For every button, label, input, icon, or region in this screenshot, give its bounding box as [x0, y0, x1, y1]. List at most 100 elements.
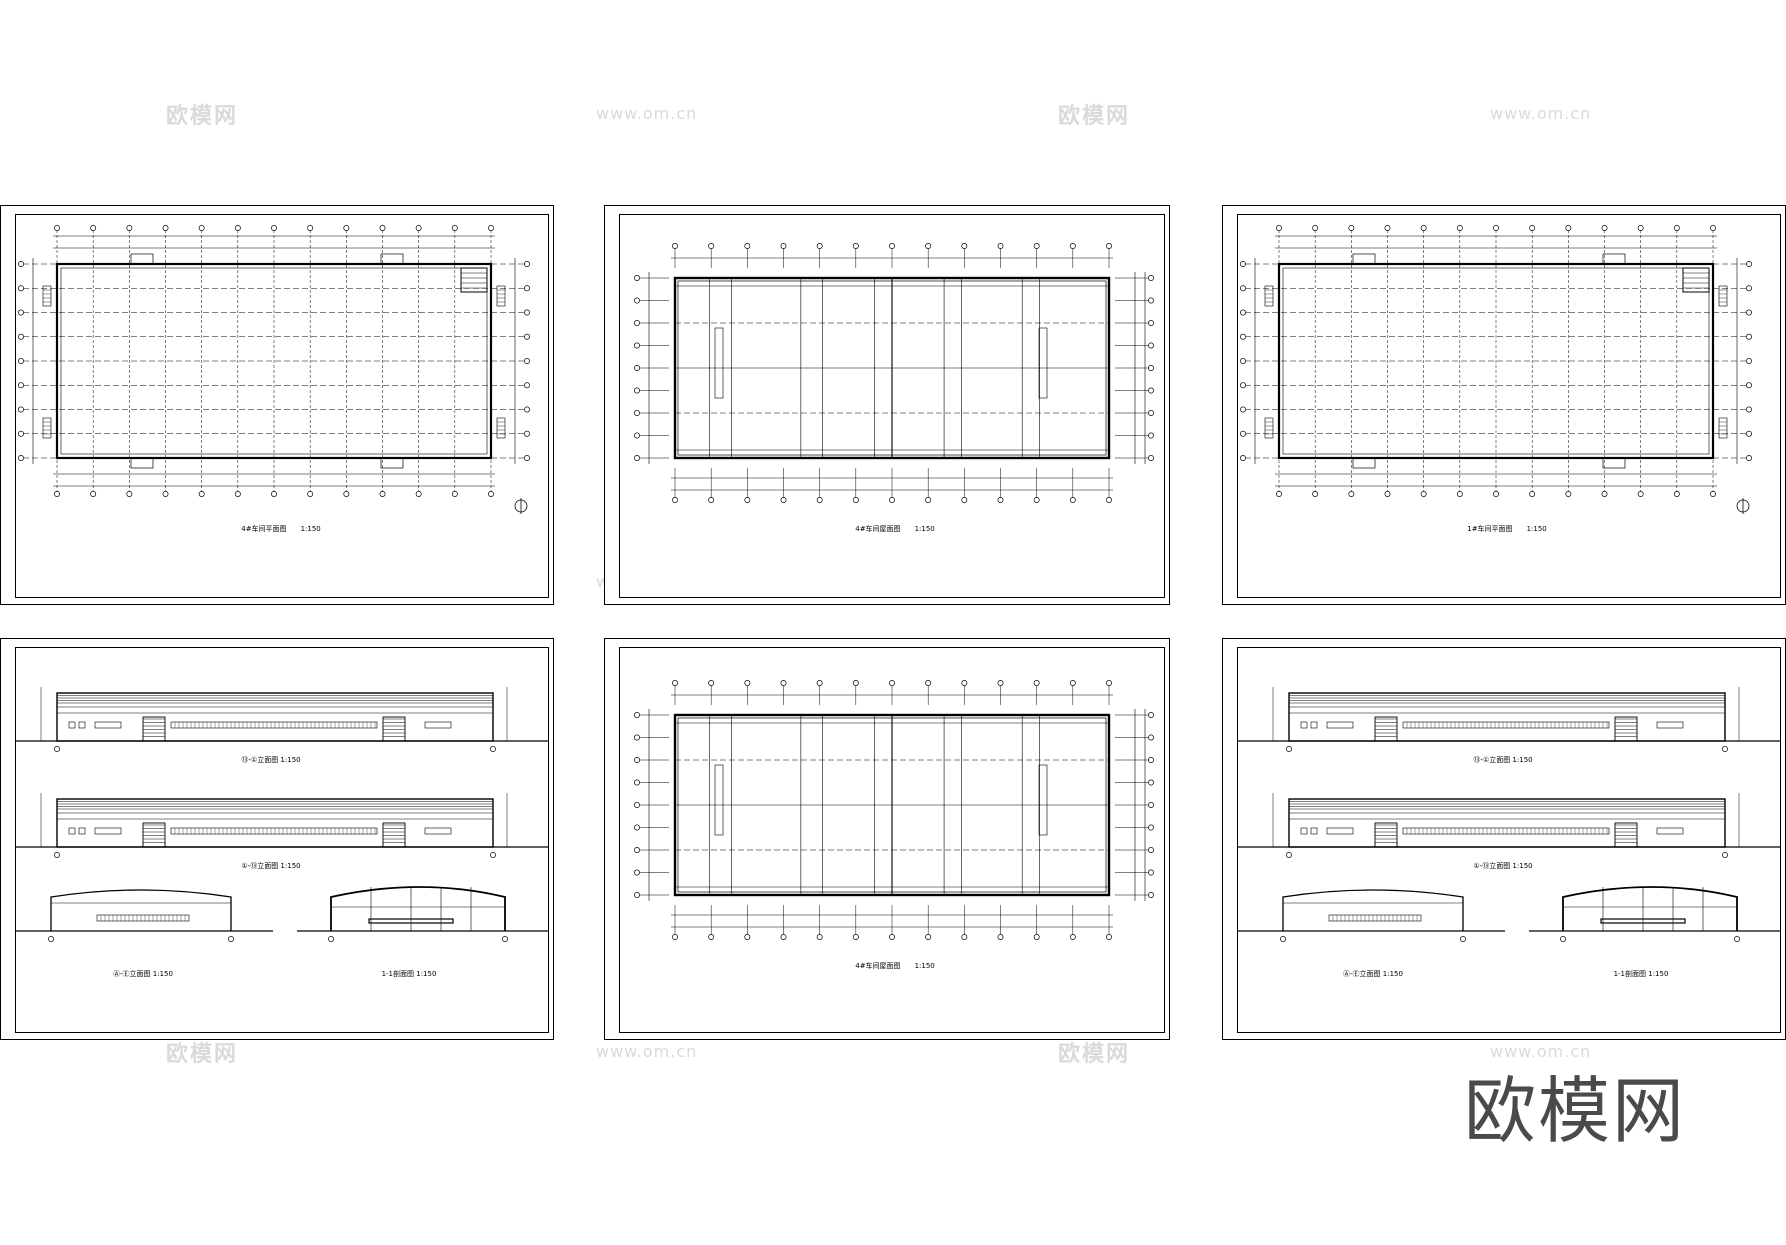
stair-room [1682, 267, 1710, 293]
axis-bubble [1033, 497, 1040, 503]
axis-bubble [708, 243, 715, 249]
axis-bubble [1673, 491, 1680, 497]
axis-bubble [852, 243, 859, 249]
axis-bubble [961, 934, 968, 940]
axis-bubble [451, 491, 458, 497]
elevation-caption: 1-1剖面图 1:150 [381, 970, 437, 978]
ladder [1718, 285, 1728, 307]
axis-bubble [889, 680, 895, 686]
axis-bubble [672, 243, 678, 249]
axis-bubble [48, 936, 54, 942]
door-mark [1602, 253, 1626, 265]
gable-outline [1282, 889, 1464, 931]
axis-bubble [816, 497, 823, 503]
watermark-url: www.om.cn [1490, 1042, 1592, 1061]
axis-bubble [1240, 455, 1246, 461]
axis-bubble [524, 406, 530, 413]
axis-bubble [961, 497, 968, 503]
axis-bubble [1493, 491, 1499, 497]
axis-bubble [634, 387, 640, 394]
window-band [424, 827, 452, 835]
axis-bubble [744, 680, 751, 686]
axis-bubble [379, 491, 386, 497]
ladder [1264, 285, 1274, 307]
sheet-frame [15, 214, 549, 598]
axis-bubble [1148, 779, 1154, 786]
axis-bubble [852, 680, 859, 686]
axis-bubble [1560, 936, 1566, 942]
axis-bubble [1240, 406, 1246, 413]
window-band [170, 827, 378, 835]
skylight [1038, 327, 1048, 399]
axis-bubble [1240, 430, 1246, 437]
axis-bubble [1148, 757, 1154, 763]
axis-bubble [1286, 852, 1292, 858]
axis-bubble [271, 491, 277, 497]
axis-bubble [1069, 934, 1076, 940]
axis-bubble [634, 892, 640, 898]
axis-bubble [271, 225, 277, 231]
axis-bubble [1565, 225, 1572, 231]
axis-bubble [488, 491, 494, 497]
elevation-drawing [15, 687, 549, 942]
door-mark [1352, 253, 1376, 265]
axis-bubble [1460, 936, 1466, 942]
gable-outline [50, 889, 232, 931]
ladder [1264, 417, 1274, 439]
axis-bubble [1746, 309, 1752, 316]
axis-bubble [451, 225, 458, 231]
axis-bubble [634, 869, 640, 876]
rolling-door [382, 822, 406, 848]
axis-bubble [524, 455, 530, 461]
elevation-caption: ⑬-①立面图 1:150 [1473, 756, 1533, 764]
axis-bubble [18, 261, 24, 267]
axis-bubble [1148, 892, 1154, 898]
caption-scale: 1:150 [914, 525, 935, 533]
axis-bubble [1746, 261, 1752, 267]
axis-bubble [634, 320, 640, 326]
caption-scale: 1:150 [914, 962, 935, 970]
axis-bubble [672, 934, 678, 940]
axis-bubble [126, 225, 133, 231]
axis-bubble [1312, 225, 1319, 231]
section-outline [1562, 886, 1738, 931]
axis-bubble [852, 497, 859, 503]
axis-bubble [379, 225, 386, 231]
axis-bubble [708, 680, 715, 686]
axis-bubble [1565, 491, 1572, 497]
door-mark [1352, 457, 1376, 469]
axis-bubble [634, 297, 640, 304]
axis-bubble [1456, 491, 1463, 497]
axis-bubble [328, 936, 334, 942]
axis-bubble [816, 680, 823, 686]
roof-plan-drawing [634, 243, 1154, 503]
axis-bubble [889, 243, 895, 249]
axis-bubble [162, 225, 169, 231]
axis-bubble [1456, 225, 1463, 231]
axis-bubble [1420, 225, 1427, 231]
axis-bubble [490, 852, 496, 858]
rolling-door [142, 822, 166, 848]
axis-bubble [1148, 802, 1154, 808]
axis-bubble [502, 936, 508, 942]
window-band [1326, 721, 1354, 729]
axis-bubble [1106, 934, 1112, 940]
axis-bubble [1240, 285, 1246, 292]
axis-bubble [634, 779, 640, 786]
axis-bubble [1746, 382, 1752, 389]
axis-bubble [1312, 491, 1319, 497]
axis-bubble [18, 430, 24, 437]
axis-bubble [234, 225, 241, 231]
axis-bubble [780, 934, 787, 940]
axis-bubble [228, 936, 234, 942]
axis-bubble [343, 491, 350, 497]
axis-bubble [708, 934, 715, 940]
axis-bubble [1033, 680, 1040, 686]
ladder [496, 417, 506, 439]
axis-bubble [634, 847, 640, 853]
axis-bubble [744, 243, 751, 249]
axis-bubble [524, 430, 530, 437]
axis-bubble [1148, 847, 1154, 853]
rolling-door [382, 716, 406, 742]
facade-outline [56, 798, 494, 848]
